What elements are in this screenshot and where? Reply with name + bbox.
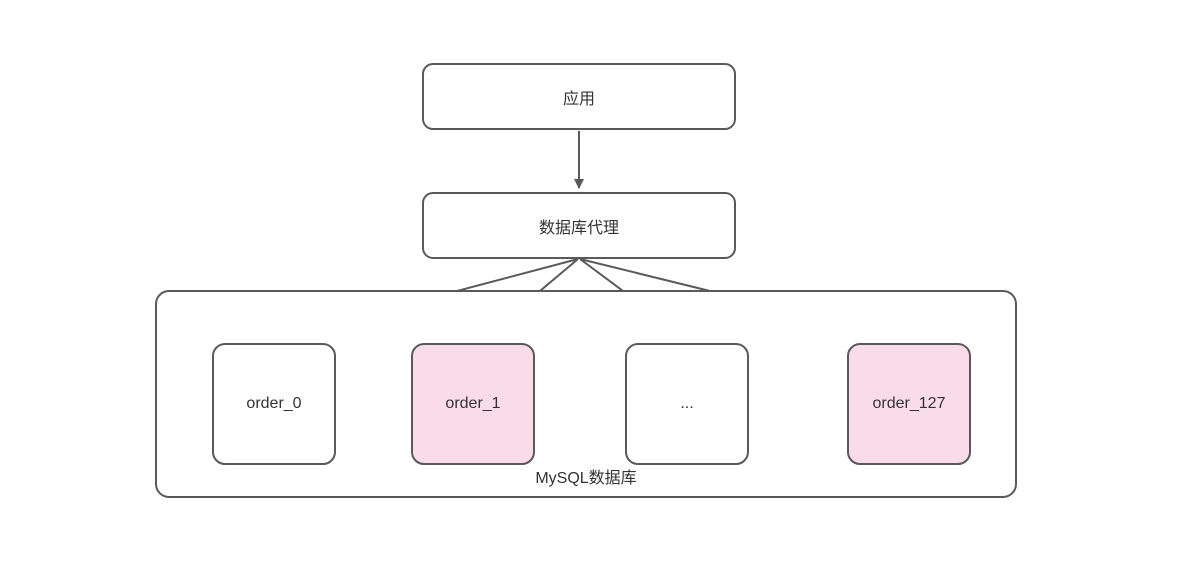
node-app: 应用 xyxy=(422,63,736,130)
node-shard-ellipsis: ... xyxy=(625,343,749,465)
shard-label: ... xyxy=(680,395,694,412)
shard-label: order_0 xyxy=(246,395,302,412)
node-shard-order-0: order_0 xyxy=(212,343,336,465)
node-app-label: 应用 xyxy=(562,90,595,108)
node-database-proxy: 数据库代理 xyxy=(422,192,736,259)
node-shard-order-1: order_1 xyxy=(411,343,535,465)
node-shard-order-127: order_127 xyxy=(847,343,971,465)
mysql-database-label: MySQL数据库 xyxy=(535,470,637,487)
shard-label: order_1 xyxy=(445,395,501,412)
node-database-proxy-label: 数据库代理 xyxy=(538,219,619,237)
shard-label: order_127 xyxy=(872,395,946,412)
